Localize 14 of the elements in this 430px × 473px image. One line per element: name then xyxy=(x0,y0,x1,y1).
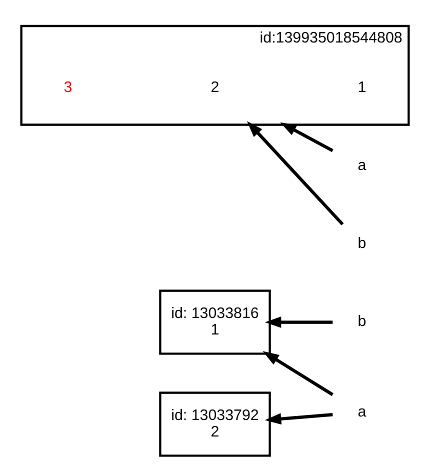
node-text: 2 xyxy=(210,78,220,96)
arrow xyxy=(264,316,333,328)
arrow xyxy=(264,412,333,425)
arrow xyxy=(280,122,334,152)
node-box: id: 13033816 1 xyxy=(159,290,271,355)
arrow xyxy=(246,121,344,226)
node-box: id: 13033792 2 xyxy=(159,392,271,457)
node-text: b xyxy=(358,313,366,330)
node-text: b xyxy=(358,235,366,252)
node-text: 1 xyxy=(358,78,366,96)
node-text: a xyxy=(358,403,366,420)
node-text: 3 xyxy=(64,78,72,96)
node-text: a xyxy=(358,156,366,174)
arrow xyxy=(262,351,334,396)
